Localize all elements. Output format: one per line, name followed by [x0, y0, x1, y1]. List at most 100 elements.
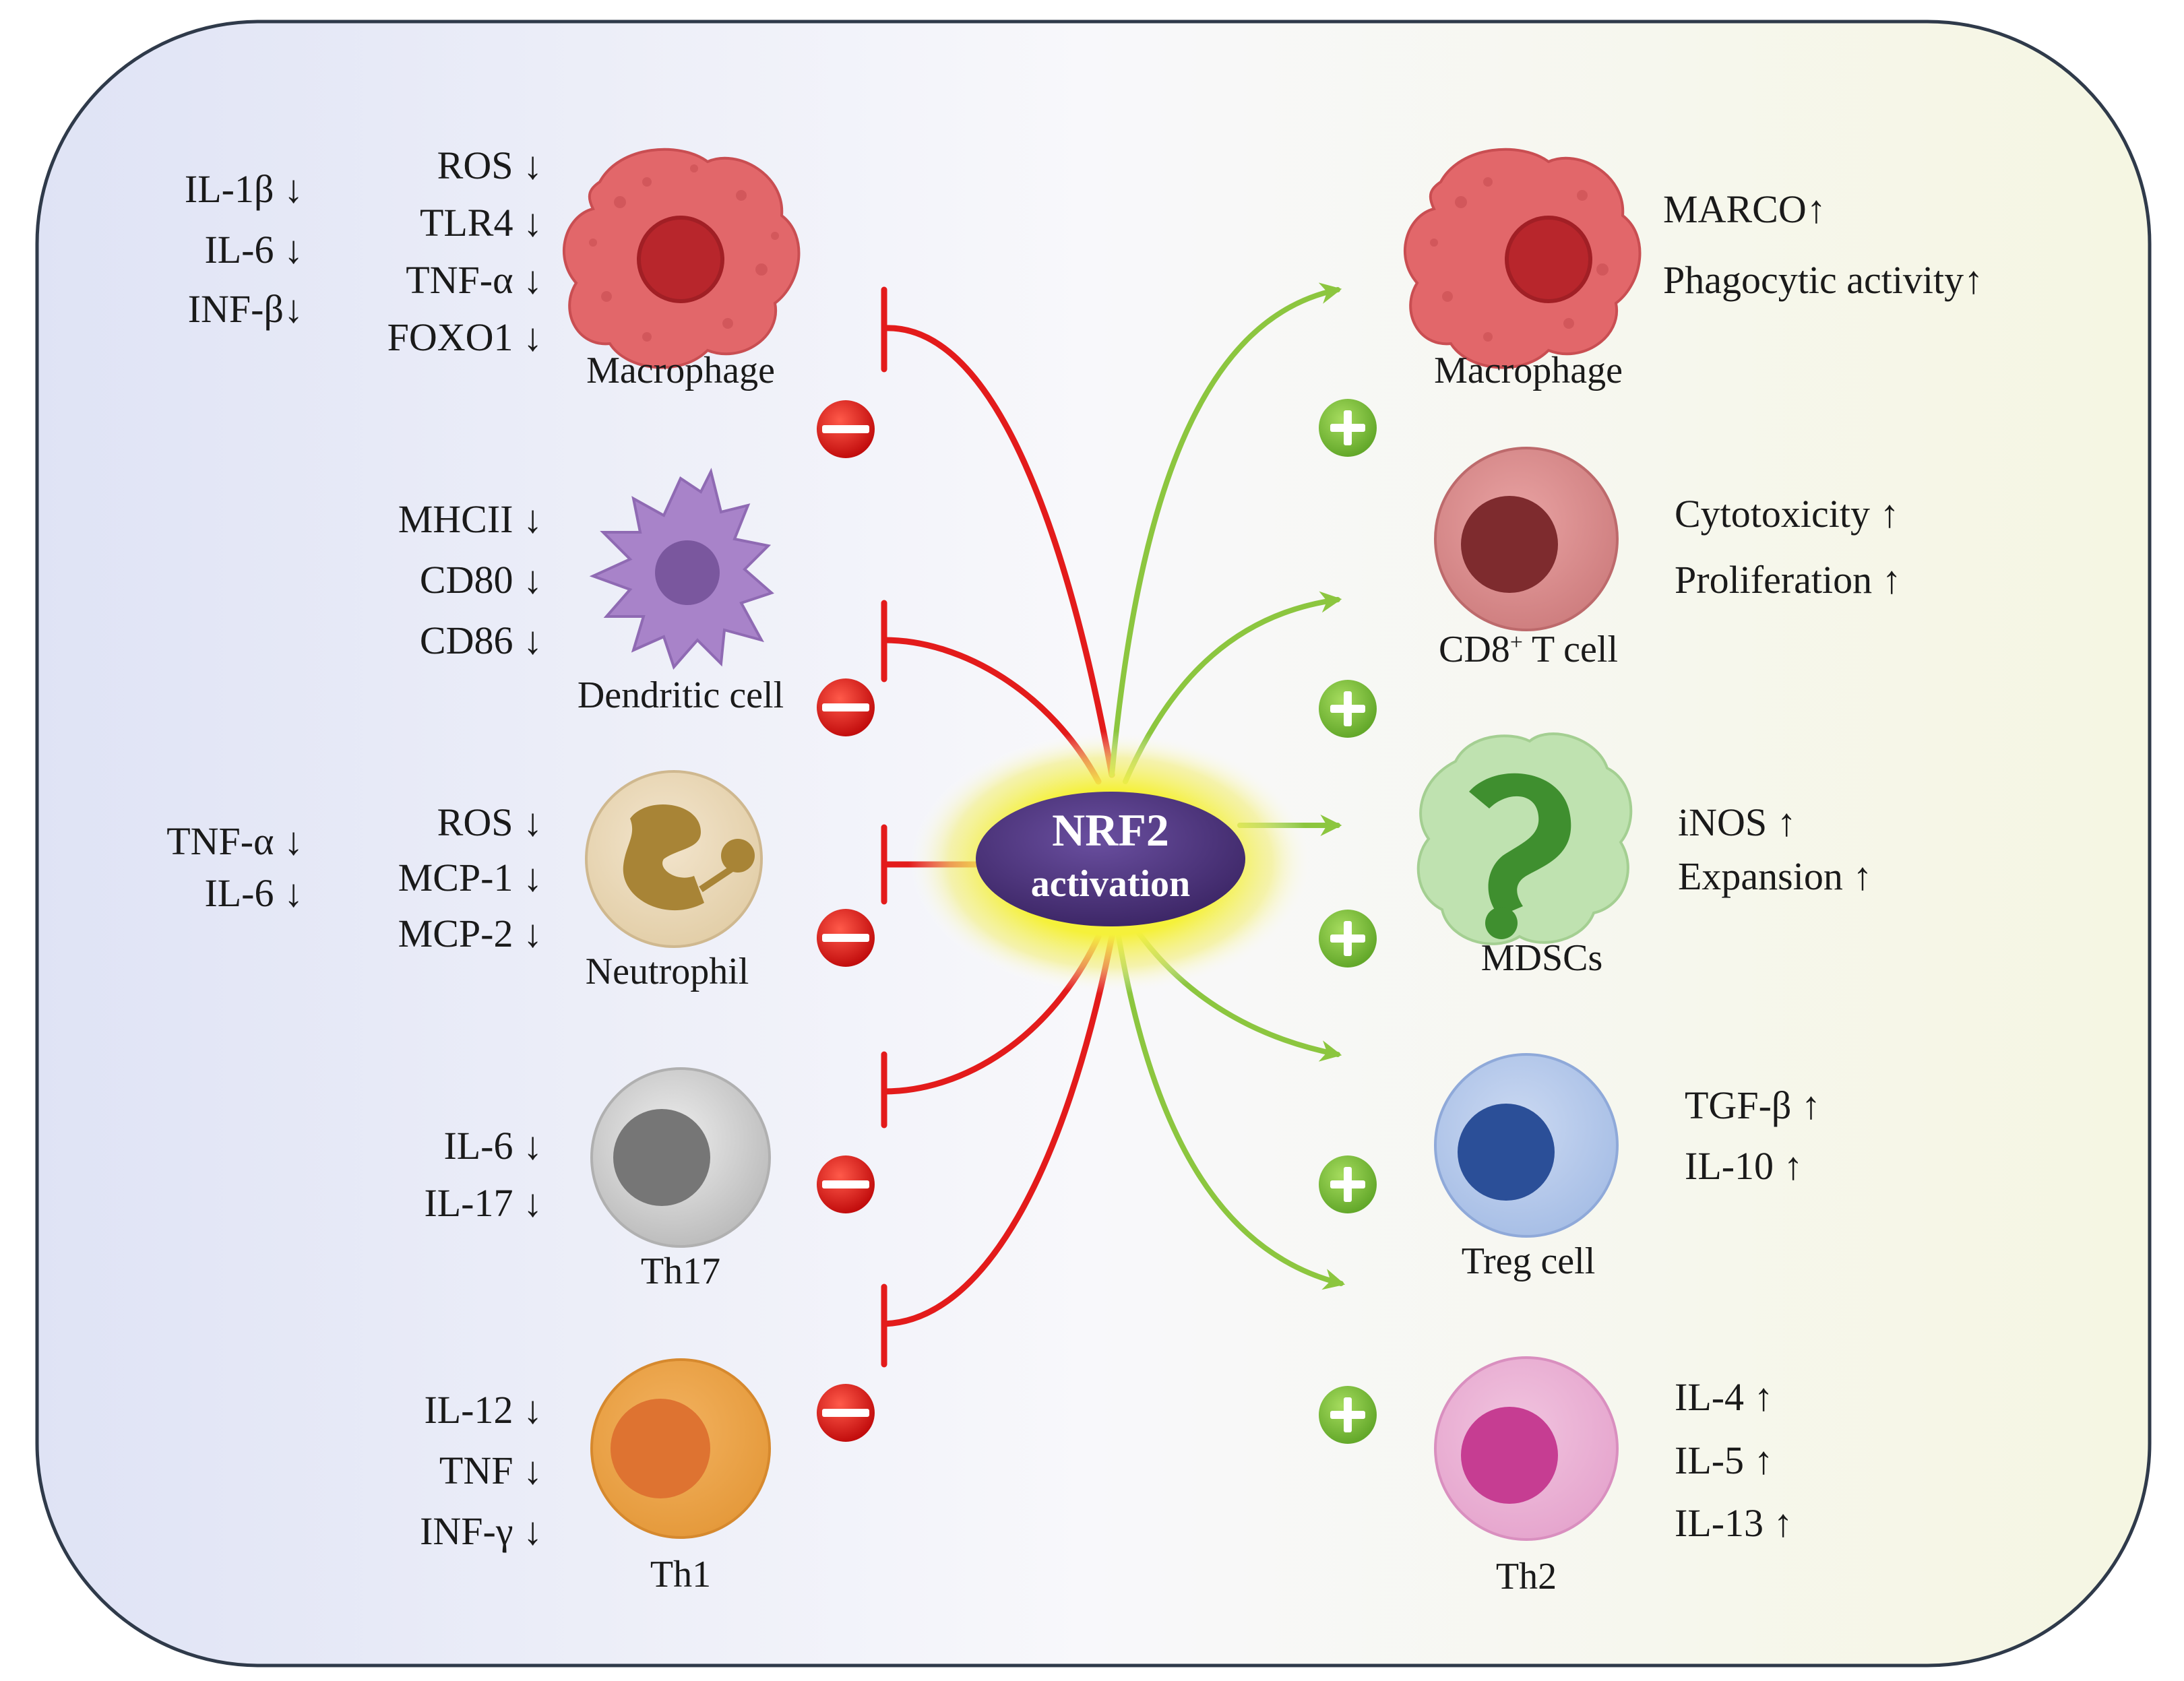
- promote-arrow-th2: [1116, 934, 1346, 1290]
- treg-label: Treg cell: [1462, 1240, 1596, 1282]
- neutrophil-lobe: [721, 839, 755, 873]
- nrf2-activation-node: NRF2 activation: [908, 731, 1313, 994]
- mdsc-label: MDSCs: [1481, 937, 1603, 979]
- macrophage-left-label: Macrophage: [586, 350, 775, 391]
- activation-label: activation: [1031, 863, 1190, 905]
- th1-label: Th1: [650, 1554, 711, 1595]
- dendritic-cell: [589, 468, 774, 670]
- macrophage-right-cell: [1404, 148, 1642, 369]
- marker-text: TLR4 ↓: [420, 201, 542, 245]
- cd8-label-sup: +: [1510, 630, 1523, 655]
- marker-text: iNOS ↑: [1678, 800, 1797, 844]
- marker-text: IL-13 ↑: [1675, 1501, 1793, 1545]
- macrophage-right-label: Macrophage: [1434, 350, 1623, 391]
- plus-signs: [1319, 399, 1377, 1444]
- treg-cell: [1434, 1053, 1619, 1238]
- plus-icon: [1319, 910, 1377, 968]
- cd8-nucleus: [1461, 496, 1558, 593]
- marker-text: INF-β↓: [188, 287, 303, 331]
- th1-nucleus: [611, 1399, 710, 1498]
- minus-icon: [817, 400, 875, 458]
- marker-text: MHCII ↓: [398, 497, 542, 541]
- marker-text: IL-1β ↓: [185, 167, 303, 211]
- marker-text: Phagocytic activity↑: [1663, 258, 1983, 302]
- neutrophil-label: Neutrophil: [586, 951, 749, 992]
- th17-markers: IL-6 ↓ IL-17 ↓: [424, 1124, 542, 1225]
- th17-cell: [590, 1067, 771, 1248]
- macrophage-left-texture: [589, 164, 779, 342]
- th2-cell: [1434, 1356, 1619, 1541]
- marker-text: IL-6 ↓: [443, 1124, 542, 1168]
- marker-text: IL-10 ↑: [1685, 1144, 1803, 1188]
- dendritic-label: Dendritic cell: [578, 674, 784, 716]
- plus-icon: [1319, 1386, 1377, 1444]
- cd8-label: CD8+ T cell: [1439, 629, 1618, 670]
- marker-text: TNF-α ↓: [166, 819, 303, 863]
- inhibit-line-th1: [881, 933, 1115, 1327]
- dendritic-markers: MHCII ↓ CD80 ↓ CD86 ↓: [398, 497, 542, 662]
- marker-text: INF-γ ↓: [420, 1509, 542, 1553]
- macrophage-right-markers: MARCO↑ Phagocytic activity↑: [1663, 187, 1983, 302]
- marker-text: MCP-1 ↓: [398, 856, 542, 899]
- marker-text: MCP-2 ↓: [398, 912, 542, 955]
- th17-nucleus: [613, 1109, 710, 1206]
- mdsc-nucleus: [1469, 773, 1571, 916]
- marker-text: IL-5 ↑: [1675, 1438, 1774, 1482]
- marker-text: Expansion ↑: [1678, 854, 1872, 898]
- marker-text: ROS ↓: [437, 144, 542, 187]
- marker-text: IL-12 ↓: [424, 1388, 542, 1432]
- treg-nucleus: [1458, 1104, 1555, 1201]
- macrophage-right-nucleus: [1505, 216, 1592, 303]
- marker-text: IL-17 ↓: [424, 1181, 542, 1225]
- marker-text: Cytotoxicity ↑: [1675, 492, 1900, 536]
- minus-signs: [817, 400, 875, 1442]
- marker-text: TNF-α ↓: [406, 258, 542, 302]
- nrf2-oval: [976, 792, 1245, 926]
- neutrophil-nucleus: [623, 804, 704, 911]
- minus-icon: [817, 1155, 875, 1213]
- nrf2-label: NRF2: [1052, 804, 1169, 856]
- marker-text: IL-4 ↑: [1675, 1375, 1774, 1419]
- minus-icon: [817, 678, 875, 736]
- macrophage-left-markers: ROS ↓ TLR4 ↓ TNF-α ↓ FOXO1 ↓ IL-1β ↓ IL-…: [185, 144, 542, 359]
- mdsc-body: [1416, 732, 1633, 945]
- th2-label: Th2: [1496, 1556, 1557, 1597]
- cd8-t-cell: [1434, 447, 1619, 631]
- cd8-label-rest: T cell: [1523, 629, 1618, 670]
- marker-text: Proliferation ↑: [1675, 558, 1902, 602]
- th2-nucleus: [1461, 1407, 1558, 1504]
- plus-icon: [1319, 399, 1377, 457]
- minus-icon: [817, 1384, 875, 1442]
- cd8-markers: Cytotoxicity ↑ Proliferation ↑: [1675, 492, 1902, 602]
- th17-label: Th17: [641, 1250, 720, 1292]
- marker-text: TGF-β ↑: [1685, 1083, 1821, 1127]
- marker-text: CD86 ↓: [420, 619, 542, 662]
- th1-markers: IL-12 ↓ TNF ↓ INF-γ ↓: [420, 1388, 542, 1553]
- marker-text: FOXO1 ↓: [387, 315, 542, 359]
- mdsc-markers: iNOS ↑ Expansion ↑: [1678, 800, 1872, 898]
- th1-cell: [590, 1358, 771, 1539]
- neutrophil-lobe-link: [699, 866, 733, 893]
- macrophage-left-nucleus: [637, 216, 724, 303]
- neutrophil-body: [585, 770, 763, 948]
- marker-text: IL-6 ↓: [204, 228, 303, 272]
- mdsc-lobe: [1485, 907, 1518, 939]
- marker-text: IL-6 ↓: [204, 871, 303, 915]
- neutrophil-markers: ROS ↓ MCP-1 ↓ MCP-2 ↓ TNF-α ↓ IL-6 ↓: [166, 800, 542, 955]
- macrophage-left-cell: [563, 148, 801, 369]
- inhibit-line-macrophage: [881, 325, 1115, 778]
- promote-arrow-macrophage: [1109, 282, 1342, 778]
- neutrophil-cell: [585, 770, 763, 948]
- th2-markers: IL-4 ↑ IL-5 ↑ IL-13 ↑: [1675, 1375, 1793, 1545]
- dendritic-nucleus: [655, 540, 720, 605]
- macrophage-right-texture: [1430, 177, 1609, 342]
- marker-text: CD80 ↓: [420, 558, 542, 602]
- cd8-label-main: CD8: [1439, 629, 1510, 670]
- mdsc-cell: [1416, 732, 1633, 945]
- marker-text: ROS ↓: [437, 800, 542, 844]
- plus-icon: [1319, 680, 1377, 738]
- plus-icon: [1319, 1155, 1377, 1213]
- marker-text: MARCO↑: [1663, 187, 1826, 231]
